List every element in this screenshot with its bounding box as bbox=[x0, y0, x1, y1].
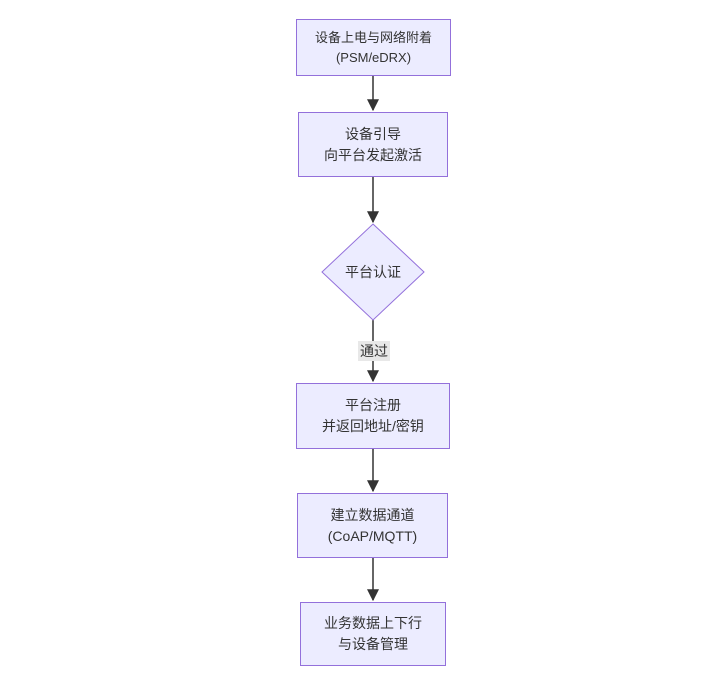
node-label-line: 并返回地址/密钥 bbox=[322, 418, 424, 434]
node-platform-auth-label: 平台认证 bbox=[322, 224, 424, 320]
node-label-line: 设备引导 bbox=[345, 125, 401, 142]
node-label-line: 平台注册 bbox=[345, 397, 401, 413]
node-label-line: 平台认证 bbox=[345, 264, 401, 280]
node-label-line: 设备上电与网络附着 bbox=[314, 29, 432, 45]
decision-diamond-shape bbox=[321, 223, 425, 321]
node-label-line: 建立数据通道 bbox=[330, 506, 415, 523]
node-data-channel: 建立数据通道 (CoAP/MQTT) bbox=[297, 493, 448, 558]
node-device-bootstrap: 设备引导 向平台发起激活 bbox=[298, 112, 448, 177]
node-label-line: (CoAP/MQTT) bbox=[327, 527, 418, 544]
node-label-line: 向平台发起激活 bbox=[324, 146, 422, 163]
node-label-line: 业务数据上下行 bbox=[324, 615, 422, 631]
node-label-line: 与设备管理 bbox=[338, 636, 408, 652]
node-label-line: (PSM/eDRX) bbox=[335, 49, 412, 65]
node-business-data: 业务数据上下行 与设备管理 bbox=[300, 602, 446, 666]
node-device-power-on: 设备上电与网络附着 (PSM/eDRX) bbox=[296, 19, 451, 76]
node-platform-register: 平台注册 并返回地址/密钥 bbox=[296, 383, 450, 449]
edge-label-pass: 通过 bbox=[358, 341, 390, 361]
